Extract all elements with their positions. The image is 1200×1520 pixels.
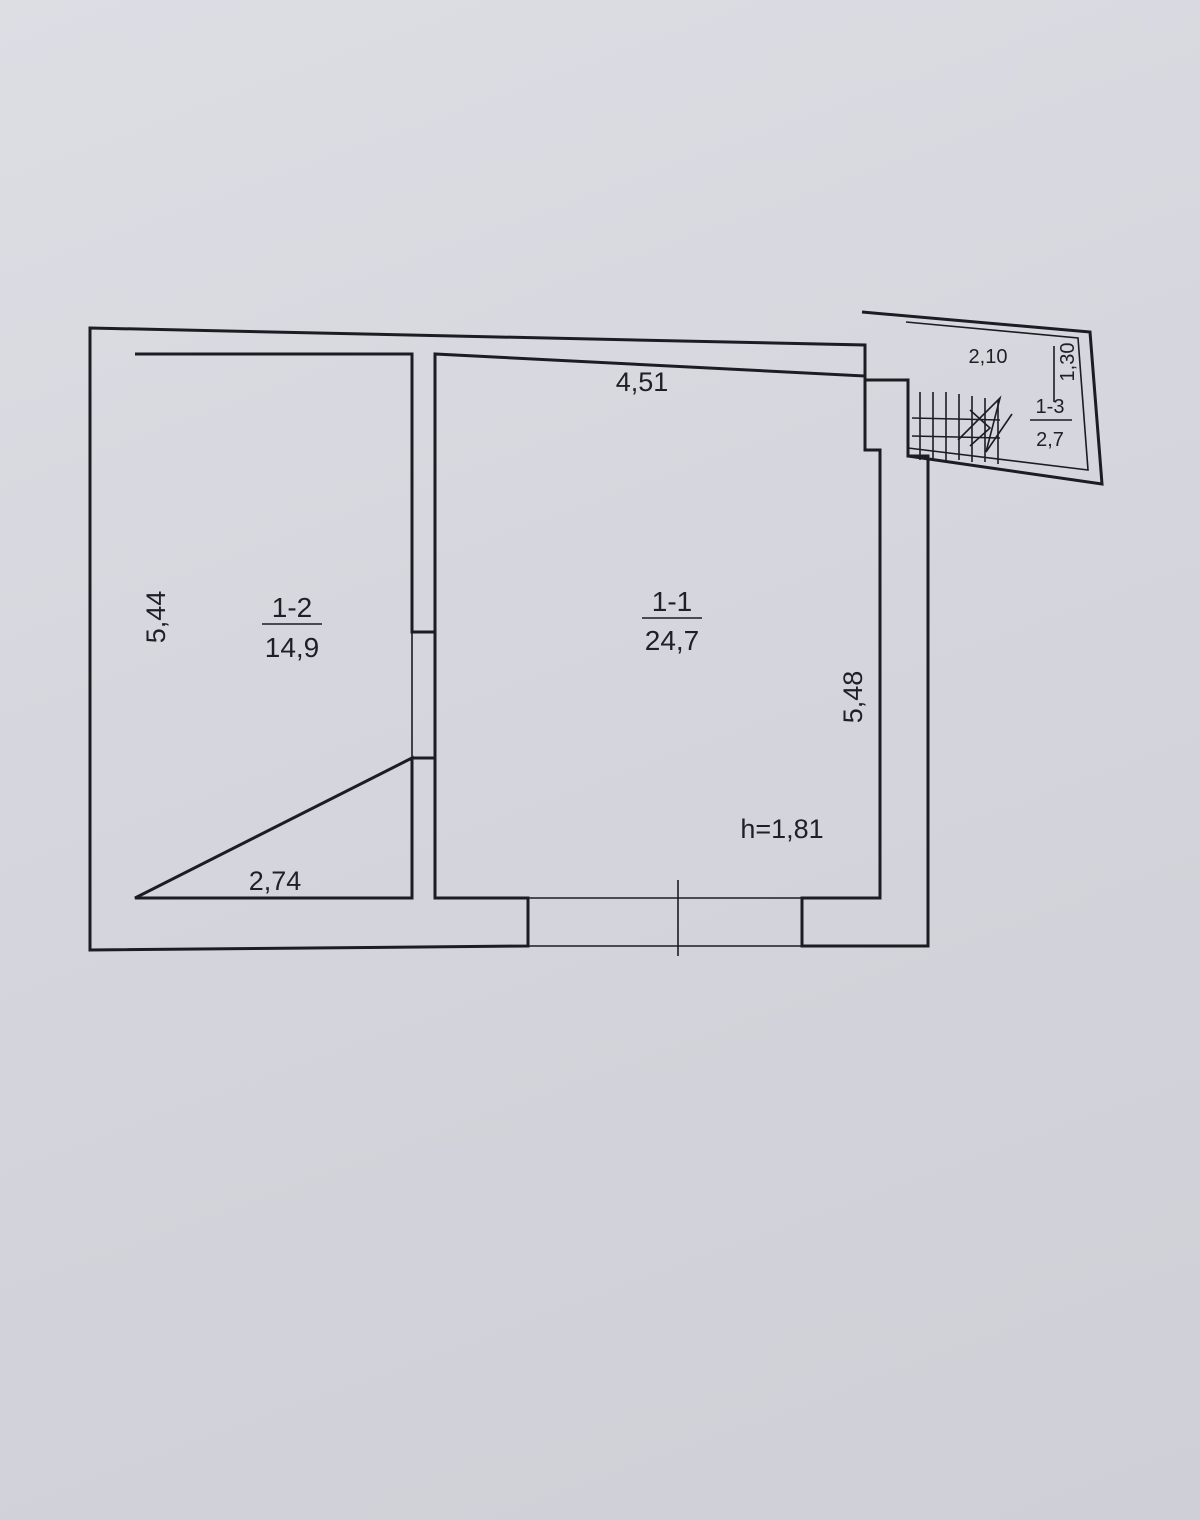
dimension-stair-depth: 1,30: [1057, 343, 1079, 382]
room-1-3-id: 1-3: [1036, 396, 1065, 418]
dimension-side-1-1: 5,48: [838, 671, 868, 724]
dimension-top-1-1: 4,51: [616, 367, 669, 397]
room-1-3-area: 2,7: [1036, 429, 1064, 451]
room-1-2-id: 1-2: [272, 592, 312, 623]
stair-treads: [911, 392, 1013, 464]
room-1-2-inner-wall: [134, 352, 435, 900]
room-1-1-area: 24,7: [645, 625, 700, 656]
room-1-1-id: 1-1: [652, 586, 692, 617]
dimension-stair-width: 2,10: [969, 346, 1008, 368]
dimension-side-1-2: 5,44: [141, 591, 171, 644]
room-1-2-area: 14,9: [265, 632, 320, 663]
stair-annex-wall: [861, 310, 1104, 486]
ceiling-height-label: h=1,81: [740, 814, 823, 844]
dimension-bottom-1-2: 2,74: [249, 866, 302, 896]
